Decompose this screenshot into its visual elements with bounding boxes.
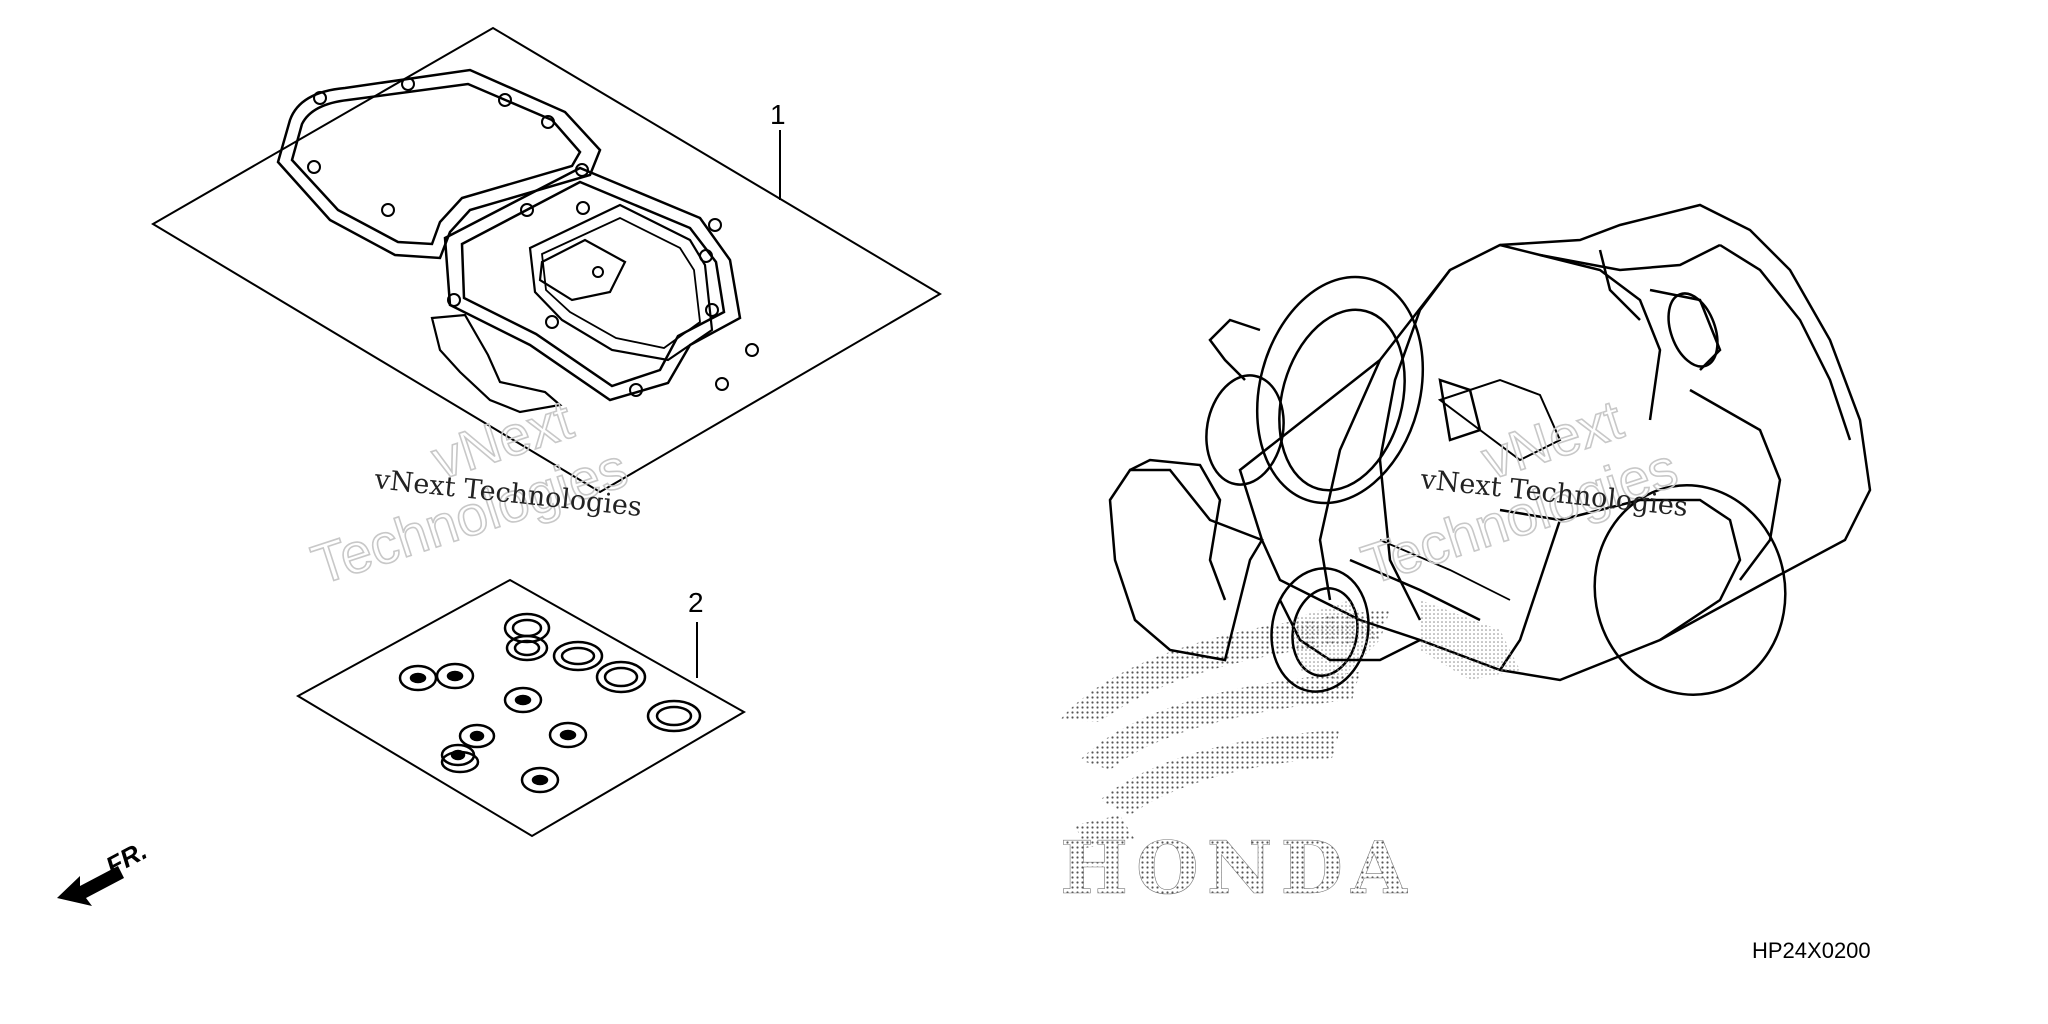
callout-1-label[interactable]: 1 xyxy=(770,99,786,130)
watermark-left: vNext Technologies vNext Technologies xyxy=(303,386,643,597)
front-direction-arrow-icon: FR. xyxy=(57,835,152,906)
engine-assembly-icon xyxy=(1108,203,1872,696)
diagram-code: HP24X0200 xyxy=(1752,938,1871,963)
callout-2-label[interactable]: 2 xyxy=(688,587,704,618)
gasket-kit-a-icon[interactable] xyxy=(151,26,942,494)
honda-wing-logo-icon: HONDA xyxy=(1060,610,1415,910)
svg-text:HONDA: HONDA xyxy=(1060,825,1415,910)
watermark-right: vNext Technologies vNext Technologies xyxy=(1353,386,1689,597)
gasket-kit-b-icon[interactable] xyxy=(295,578,747,838)
